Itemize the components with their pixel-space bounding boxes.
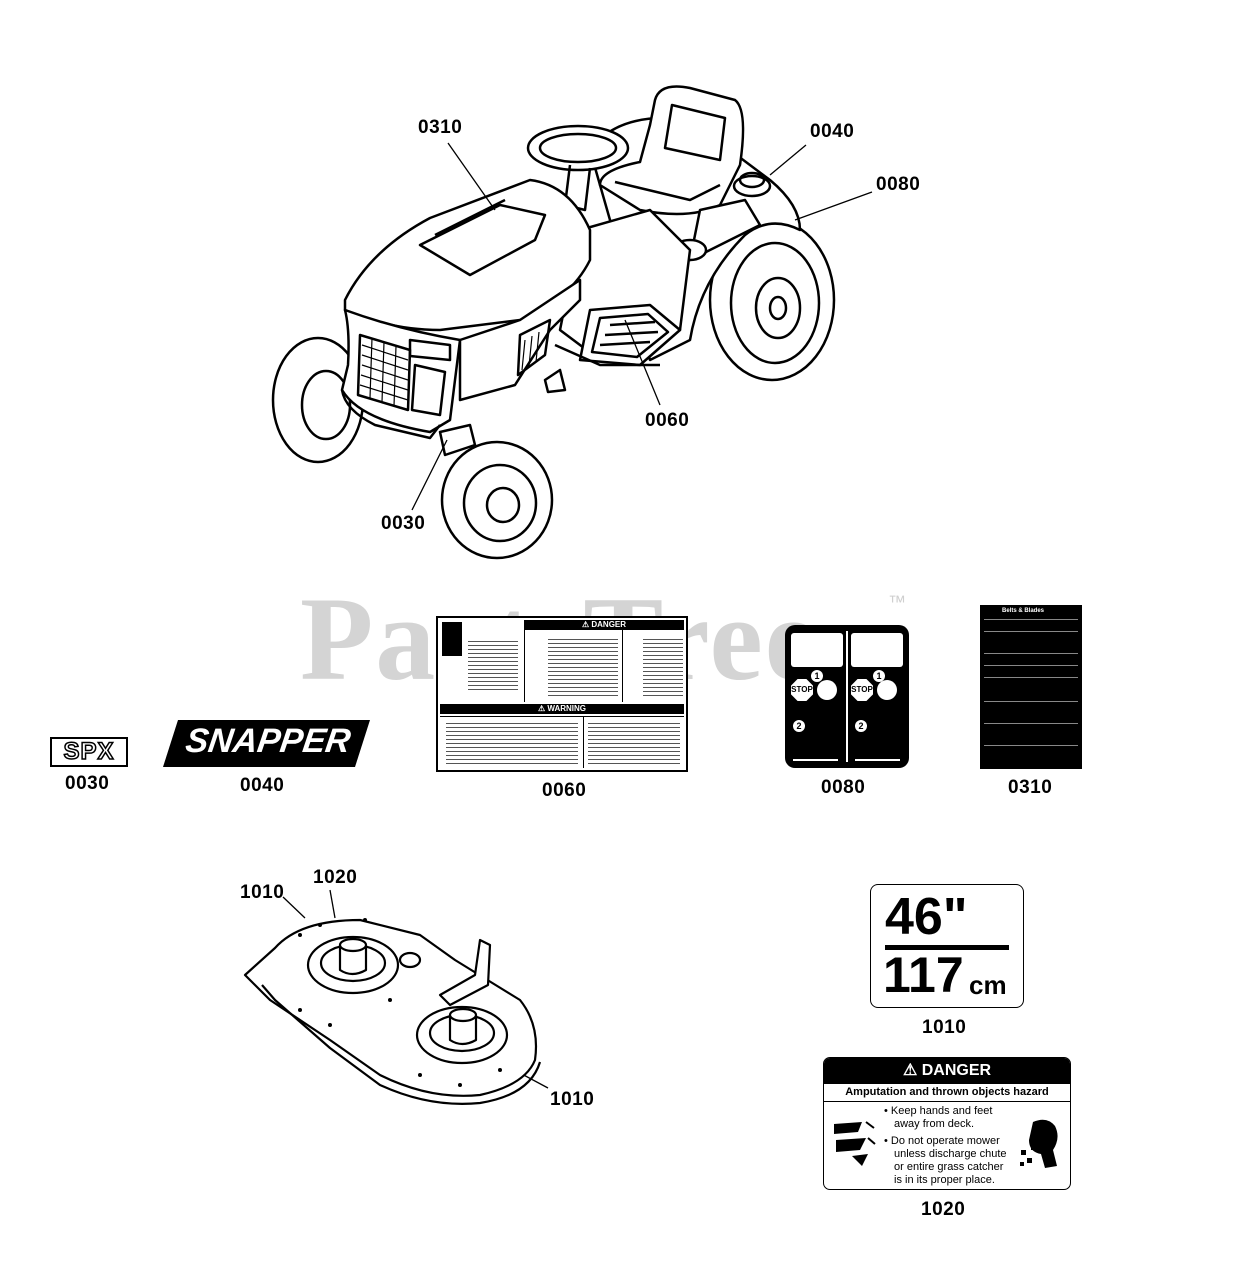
thrown-objects-icon <box>1019 1116 1063 1172</box>
callout-1010-lower: 1010 <box>550 1089 595 1110</box>
instruction-2-line-3: or entire grass catcher <box>894 1161 1004 1173</box>
instruction-2-line-1: • Do not operate mower <box>884 1135 1000 1147</box>
belts-blades-title: Belts & Blades <box>1002 608 1045 614</box>
callout-0310: 0310 <box>418 117 463 138</box>
engine-icon-right <box>877 680 897 700</box>
callout-1020: 1020 <box>313 867 358 888</box>
deck-size-decal: 46" 117 cm <box>870 884 1024 1008</box>
instruction-1-line-1: • Keep hands and feet <box>884 1105 993 1117</box>
stop-sign-left: STOP <box>791 679 813 701</box>
callout-0080: 0080 <box>876 174 921 195</box>
deck-size-cm: 117 <box>883 947 964 1003</box>
deck-size-cm-unit: cm <box>969 970 1007 1000</box>
tractor-pictogram-left <box>791 633 843 667</box>
part-number-0030: 0030 <box>65 773 110 794</box>
danger-bar: ⚠ DANGER <box>524 620 684 630</box>
part-number-0080: 0080 <box>821 777 866 798</box>
warning-bar: ⚠ WARNING <box>440 704 684 714</box>
lever-icon-left <box>793 737 838 761</box>
callout-0030: 0030 <box>381 513 426 534</box>
belts-blades-decal: Belts & Blades <box>980 605 1082 769</box>
instruction-2-line-4: is in its proper place. <box>894 1174 995 1186</box>
callout-0060: 0060 <box>645 410 690 431</box>
part-number-0310: 0310 <box>1008 777 1053 798</box>
danger-warning-decal: ⚠ DANGER ⚠ WARNING <box>436 616 688 772</box>
part-number-1010: 1010 <box>922 1017 967 1038</box>
instruction-1-line-2: away from deck. <box>894 1118 975 1130</box>
part-number-0060: 0060 <box>542 780 587 801</box>
danger-deck-decal: ⚠ DANGER Amputation and thrown objects h… <box>823 1057 1071 1190</box>
lever-icon-right <box>855 737 900 761</box>
danger-header: ⚠ DANGER <box>824 1058 1070 1084</box>
callout-1010-upper: 1010 <box>240 882 285 903</box>
hazard-subheader: Amputation and thrown objects hazard <box>824 1084 1070 1102</box>
part-number-0040: 0040 <box>240 775 285 796</box>
snapper-decal-shape <box>163 720 370 767</box>
engine-icon-left <box>817 680 837 700</box>
callout-0040: 0040 <box>810 121 855 142</box>
instruction-2-line-2: unless discharge chute <box>894 1148 1007 1160</box>
watermark-trademark: ™ <box>888 592 906 612</box>
deck-size-inches: 46" <box>885 888 968 946</box>
safety-icon <box>442 622 462 656</box>
part-number-1020: 1020 <box>921 1199 966 1220</box>
snapper-logo-text: SNAPPER <box>183 722 353 760</box>
tractor-pictogram-right <box>851 633 903 667</box>
blade-hazard-icon <box>832 1116 876 1168</box>
stop-sign-right: STOP <box>851 679 873 701</box>
stop-instruction-decal: 1 1 STOP STOP 2 2 <box>785 625 909 768</box>
spx-decal: SPX <box>50 737 128 767</box>
